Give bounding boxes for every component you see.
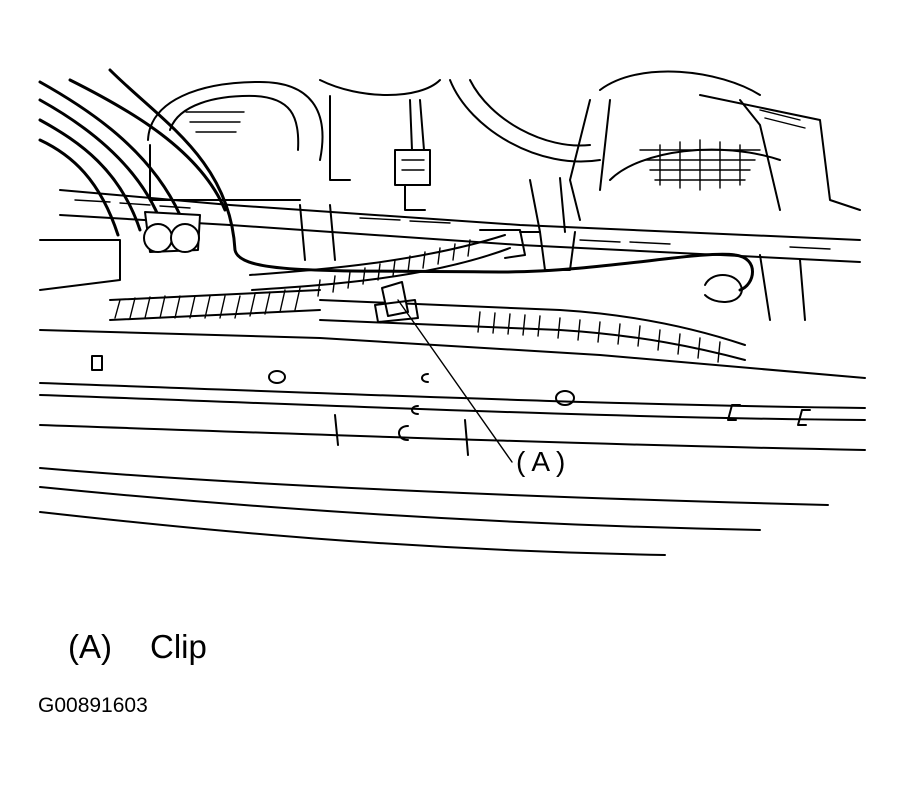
fan-shroud-left bbox=[147, 79, 441, 201]
coolant-hoses bbox=[38, 78, 227, 253]
wiring-harness-diagram: (A) bbox=[38, 68, 866, 556]
fan-shroud-right bbox=[449, 70, 861, 221]
connector-block bbox=[394, 99, 431, 211]
callout-label-a: (A) bbox=[516, 446, 571, 477]
legend-key: (A) bbox=[68, 628, 112, 665]
wire-harness bbox=[108, 68, 754, 363]
bumper-cover bbox=[39, 467, 829, 556]
bumper-reinforcement bbox=[39, 329, 866, 456]
clip-part-a bbox=[374, 281, 419, 323]
callout-leader bbox=[397, 299, 513, 463]
legend: (A) Clip bbox=[68, 628, 207, 666]
legend-text: Clip bbox=[150, 628, 207, 665]
figure-id: G00891603 bbox=[38, 694, 148, 717]
